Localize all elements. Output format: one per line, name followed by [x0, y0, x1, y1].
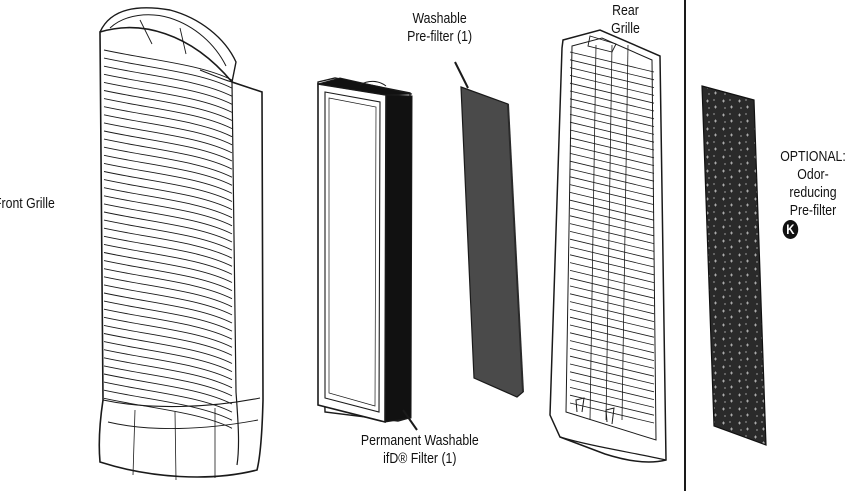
ifd-filter-drawing [317, 77, 418, 431]
permanent-filter-line1: Permanent Washable [360, 432, 479, 449]
front-grille-label: Front Grille [0, 195, 55, 213]
rear-grille-line2: Grille [611, 20, 640, 37]
washable-prefilter-label: Washable Pre-filter (1) [407, 10, 472, 46]
washable-prefilter-drawing [454, 61, 524, 398]
front-grille-label-text: Front Grille [0, 195, 55, 212]
optional-prefilter-line1: OPTIONAL: [780, 148, 846, 165]
optional-prefilter-line2: Odor- [797, 166, 829, 183]
washable-prefilter-line2: Pre-filter (1) [407, 28, 473, 45]
optional-prefilter-line4-text: Pre-filter [789, 202, 837, 219]
washable-prefilter-line1: Washable [412, 10, 467, 27]
rear-grille-drawing [549, 29, 667, 463]
optional-prefilter-line3: reducing [789, 184, 837, 201]
front-grille-drawing [98, 7, 264, 481]
rear-grille-label: Rear Grille [611, 2, 640, 38]
permanent-filter-line2: ifD® Filter (1) [383, 450, 457, 467]
rear-grille-line1: Rear [612, 2, 639, 19]
permanent-filter-label: Permanent Washable ifD® Filter (1) [361, 432, 479, 468]
odor-reducing-prefilter-drawing [701, 85, 767, 446]
k-part-badge: K [782, 220, 799, 239]
